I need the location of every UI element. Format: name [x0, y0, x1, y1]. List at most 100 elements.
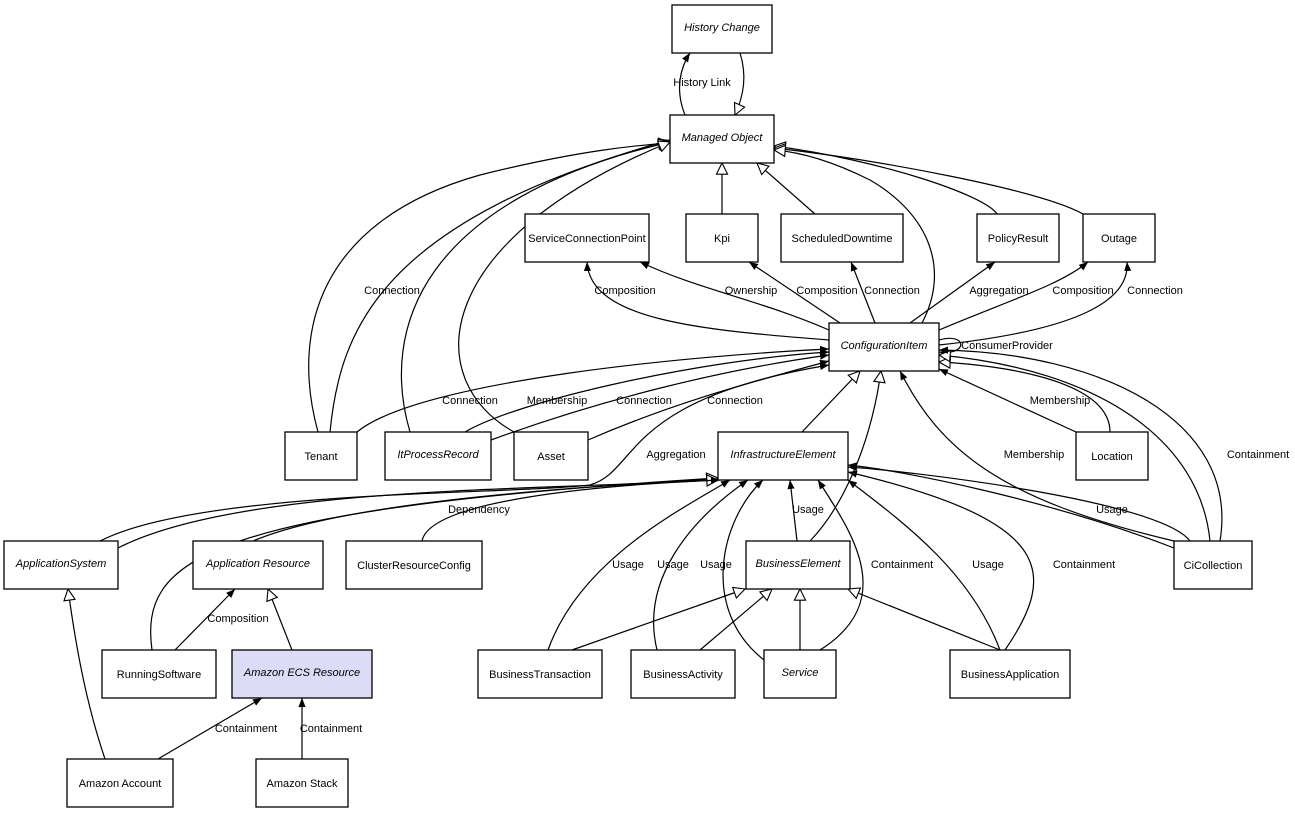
edge-label: Usage — [792, 504, 824, 516]
class-node-history-change[interactable]: History Change — [671, 4, 773, 54]
class-name: Managed Object — [682, 132, 764, 144]
association-edge-tenant-to-ci — [356, 345, 830, 433]
class-box — [255, 758, 349, 808]
association-edge-cluster-to-infra — [421, 476, 721, 542]
edge-label: Usage — [972, 559, 1004, 571]
edge-label: Membership — [1030, 395, 1091, 407]
association-edge-service-to-infra — [722, 479, 765, 661]
class-box — [384, 431, 492, 481]
association-edge-managed_object-to-history_change — [679, 52, 691, 116]
class-box — [745, 540, 851, 590]
class-node-amazon-stack[interactable]: Amazon Stack — [255, 758, 349, 808]
edge-label: Aggregation — [969, 285, 1028, 297]
generalization-edge-cicollection-to-ci — [939, 355, 1211, 542]
class-node-running[interactable]: RunningSoftware — [101, 649, 217, 699]
edge-label: Connection — [364, 285, 420, 297]
class-name: ApplicationSystem — [15, 558, 107, 570]
edge-label: Containment — [1053, 559, 1115, 571]
class-box — [3, 540, 119, 590]
class-node-appresource[interactable]: Application Resource — [192, 540, 324, 590]
edge-label: Usage — [700, 559, 732, 571]
generalization-edge-tenant-to-managed_object — [308, 143, 670, 433]
class-box — [477, 649, 603, 699]
class-node-bactivity[interactable]: BusinessActivity — [630, 649, 736, 699]
association-edge-ci-to-outage — [938, 261, 1132, 346]
class-node-service[interactable]: Service — [763, 649, 837, 699]
class-name: RunningSoftware — [117, 669, 201, 681]
class-box — [345, 540, 483, 590]
generalization-edge-ecs-to-appresource — [268, 589, 293, 651]
class-box — [780, 213, 904, 263]
association-edge-btransaction-to-infra — [547, 479, 731, 651]
edge-label: Connection — [864, 285, 920, 297]
class-box — [669, 114, 775, 164]
generalization-edge-appsystem-to-infra — [117, 478, 718, 549]
edge-label: Membership — [1004, 449, 1065, 461]
class-box — [66, 758, 174, 808]
class-node-outage[interactable]: Outage — [1082, 213, 1156, 263]
generalization-edge-policy_result-to-managed_object — [774, 146, 998, 215]
class-name: Amazon Stack — [267, 778, 338, 790]
class-box — [1082, 213, 1156, 263]
association-edge-tenant-to-managed_object — [329, 138, 671, 433]
association-edge-location-to-ci — [938, 368, 1077, 433]
class-box — [685, 213, 759, 263]
class-box — [192, 540, 324, 590]
class-node-btransaction[interactable]: BusinessTransaction — [477, 649, 603, 699]
generalization-edge-btransaction-to-business_element — [571, 589, 745, 651]
generalization-edge-history_change-to-managed_object — [735, 52, 744, 115]
class-box — [949, 649, 1071, 699]
edge-label: ConsumerProvider — [961, 340, 1053, 352]
class-name: ServiceConnectionPoint — [528, 233, 645, 245]
association-edge-ci-to-scheduled_downtime — [850, 261, 876, 324]
class-node-ecs[interactable]: Amazon ECS Resource — [231, 649, 373, 699]
class-node-managed-object[interactable]: Managed Object — [669, 114, 775, 164]
class-name: Application Resource — [205, 558, 310, 570]
class-node-ci[interactable]: ConfigurationItem — [828, 322, 940, 372]
edge-label: Composition — [594, 285, 655, 297]
edge-label: History Link — [673, 77, 731, 89]
class-node-scp[interactable]: ServiceConnectionPoint — [524, 213, 650, 263]
class-name: Outage — [1101, 233, 1137, 245]
edge-label: Dependency — [448, 504, 510, 516]
class-node-itprocess[interactable]: ItProcessRecord — [384, 431, 492, 481]
class-node-bapplication[interactable]: BusinessApplication — [949, 649, 1071, 699]
class-node-location[interactable]: Location — [1075, 431, 1149, 481]
class-name: History Change — [684, 22, 760, 34]
class-node-tenant[interactable]: Tenant — [284, 431, 358, 481]
generalization-edge-amazon_account-to-appsystem — [68, 589, 106, 760]
class-box — [828, 322, 940, 372]
edge-label: Containment — [300, 723, 362, 735]
generalization-edge-asset-to-managed_object — [458, 142, 670, 433]
association-edge-cicollection-to-infra — [847, 463, 1191, 542]
class-node-amazon-account[interactable]: Amazon Account — [66, 758, 174, 808]
class-node-asset[interactable]: Asset — [513, 431, 589, 481]
class-node-cluster[interactable]: ClusterResourceConfig — [345, 540, 483, 590]
edge-label: Usage — [657, 559, 689, 571]
class-node-policy-result[interactable]: PolicyResult — [976, 213, 1060, 263]
edge-label: Containment — [871, 559, 933, 571]
class-node-cicollection[interactable]: CiCollection — [1173, 540, 1253, 590]
generalization-edge-bactivity-to-business_element — [699, 589, 772, 651]
class-name: Tenant — [304, 451, 337, 463]
generalization-edge-bapplication-to-business_element — [848, 589, 1001, 651]
association-edge-amazon_account-to-ecs — [157, 697, 263, 760]
association-edge-itprocess-to-ci — [464, 348, 830, 433]
class-box — [671, 4, 773, 54]
generalization-edge-infra-to-ci — [801, 371, 860, 433]
class-node-kpi[interactable]: Kpi — [685, 213, 759, 263]
class-node-appsystem[interactable]: ApplicationSystem — [3, 540, 119, 590]
class-node-scheduled-downtime[interactable]: ScheduledDowntime — [780, 213, 904, 263]
class-name: Amazon ECS Resource — [243, 667, 360, 679]
edge-label: Composition — [207, 613, 268, 625]
class-node-business-element[interactable]: BusinessElement — [745, 540, 851, 590]
class-name: Amazon Account — [79, 778, 162, 790]
association-edge-bactivity-to-infra — [653, 479, 749, 651]
class-node-infra[interactable]: InfrastructureElement — [717, 431, 849, 481]
edge-label: Connection — [442, 395, 498, 407]
class-name: BusinessElement — [756, 558, 842, 570]
edge-label: Composition — [1052, 285, 1113, 297]
